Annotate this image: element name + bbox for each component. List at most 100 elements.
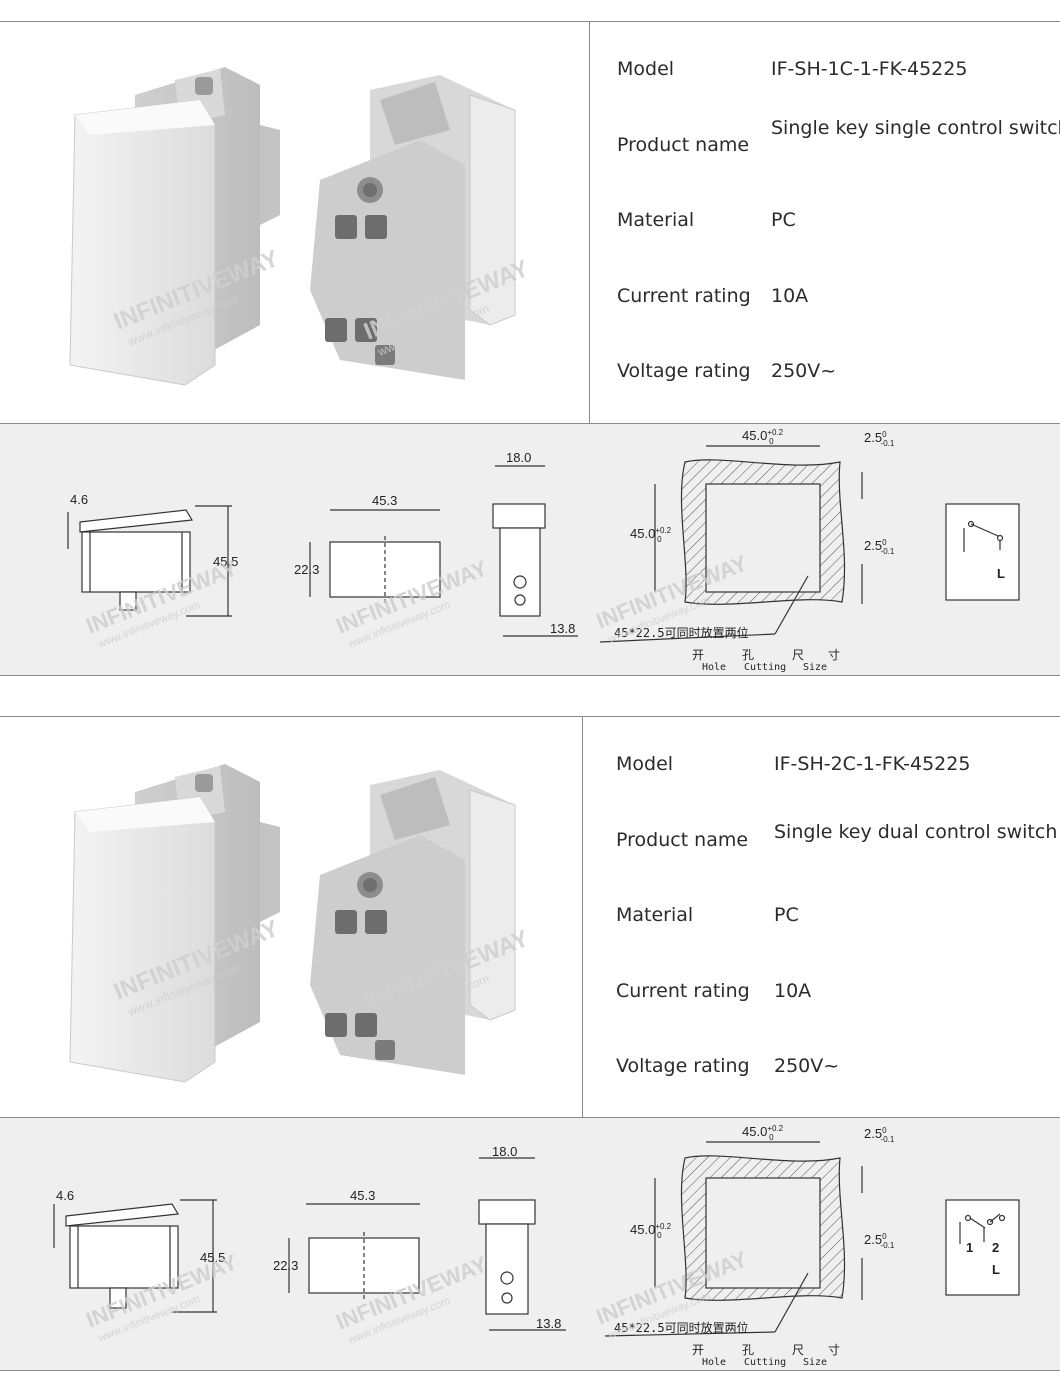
svg-text:2.50-0.1: 2.50-0.1 (864, 538, 895, 556)
technical-drawing: 4.6 45.5 45.3 22.3 18.0 13.8 (67, 428, 1020, 673)
front-view (309, 509, 441, 604)
spec-value-current-rating: 10A (771, 285, 809, 307)
hole-cn-1-2: 开 (692, 1343, 704, 1357)
dim-margin-bottom-2: 2.5 (864, 1232, 882, 1247)
hole-cn-4: 寸 (828, 648, 840, 662)
hole-cn-4-2: 寸 (828, 1343, 840, 1357)
dim-cutout-tol-upper: +0.2 (767, 428, 783, 437)
hole-cn-3-2: 尺 (792, 1343, 804, 1357)
dim-cutout-height-2: 45.0 (630, 1222, 655, 1237)
dim-margin-top-2: 2.5 (864, 1126, 882, 1141)
spec-label-material: Material (617, 209, 695, 231)
spec-label-current-rating: Current rating (617, 285, 751, 307)
dim-side-height: 45.5 (213, 554, 238, 569)
dim-margin-bottom: 2.5 (864, 538, 882, 553)
spec-label-product-name: Product name (617, 134, 750, 156)
dim-side-offset-2: 4.6 (56, 1188, 74, 1203)
spec-value-model-2: IF-SH-2C-1-FK-45225 (774, 753, 971, 775)
spec-label-product-name-2: Product name (616, 829, 749, 851)
dim-cutout-tol-upper-2: +0.2 (767, 1124, 783, 1133)
technical-drawing-band-2: 4.6 45.5 45.3 22.3 18.0 13.8 (0, 1118, 1060, 1370)
dim-margin-bottom-tol-lower: -0.1 (881, 547, 895, 556)
svg-text:45.0+0.20: 45.0+0.20 (742, 428, 784, 446)
spec-value-voltage-rating-2: 250V~ (774, 1055, 840, 1077)
cutout-drawing-2 (604, 1141, 863, 1337)
dim-cutout-width-2: 45.0 (742, 1124, 767, 1139)
svg-text:2.50-0.1: 2.50-0.1 (864, 1232, 895, 1250)
schematic-label-2: 2 (992, 1240, 999, 1255)
hole-cn-1: 开 (692, 648, 704, 662)
spec-value-material-2: PC (774, 904, 799, 926)
dim-margin-bottom-tol-lower-2: -0.1 (881, 1241, 895, 1250)
spec-value-product-name-2: Single key dual control switch (774, 821, 1058, 843)
dim-front-height-2: 22.3 (273, 1258, 298, 1273)
hole-cn-2-2: 孔 (742, 1343, 754, 1357)
dim-cutout-tol-lower-2: 0 (769, 1133, 774, 1142)
dim-rear-depth-2: 13.8 (536, 1316, 561, 1331)
dim-cutout-height: 45.0 (630, 526, 655, 541)
side-view-2 (53, 1199, 217, 1313)
dim-margin-top: 2.5 (864, 430, 882, 445)
product-photo-front-2 (69, 764, 280, 1083)
dim-cutout-height-tol-upper: +0.2 (655, 526, 671, 535)
hole-en-1: Hole (702, 662, 726, 673)
schematic-label-1: 1 (966, 1240, 973, 1255)
dim-cutout-height-tol-lower: 0 (657, 535, 662, 544)
dim-margin-top-tol-upper-2: 0 (882, 1126, 887, 1135)
spec-label-model-2: Model (616, 753, 674, 775)
dim-cutout-width: 45.0 (742, 428, 767, 443)
dim-cutout-height-tol-upper-2: +0.2 (655, 1222, 671, 1231)
svg-text:45.0+0.20: 45.0+0.20 (630, 526, 672, 544)
dim-margin-bottom-tol-upper: 0 (882, 538, 887, 547)
spec-table: Model IF-SH-1C-1-FK-45225 Product name S… (617, 58, 1060, 398)
hole-cn-2: 孔 (742, 648, 754, 662)
technical-drawing-2: 4.6 45.5 45.3 22.3 18.0 13.8 (53, 1124, 1020, 1368)
spec-value-voltage-rating: 250V~ (771, 360, 837, 382)
spec-value-product-name: Single key single control switch (771, 117, 1060, 139)
dim-rear-width: 18.0 (506, 450, 531, 465)
product-photo-back (310, 75, 516, 380)
product-photo-front (69, 67, 280, 386)
schematic-label-l-2: L (992, 1262, 1000, 1277)
cutout-drawing (599, 445, 863, 643)
hole-en-2-2: Cutting (744, 1357, 786, 1368)
rear-view-2 (478, 1157, 566, 1331)
hole-en-3-2: Size (803, 1357, 827, 1368)
dim-side-offset: 4.6 (70, 492, 88, 507)
dim-rear-depth: 13.8 (550, 621, 575, 636)
front-view-2 (288, 1203, 420, 1300)
schematic-label-l: L (997, 566, 1005, 581)
dim-margin-bottom-tol-upper-2: 0 (882, 1232, 887, 1241)
dim-front-width: 45.3 (372, 493, 397, 508)
rear-view (492, 465, 578, 637)
dim-rear-width-2: 18.0 (492, 1144, 517, 1159)
product-photo-back-2 (310, 770, 516, 1075)
dim-margin-top-tol-lower-2: -0.1 (881, 1135, 895, 1144)
cutout-note-2: 45*22.5可同时放置两位 (614, 1320, 749, 1335)
spec-value-model: IF-SH-1C-1-FK-45225 (771, 58, 968, 80)
dim-margin-top-tol-lower: -0.1 (881, 439, 895, 448)
svg-text:2.50-0.1: 2.50-0.1 (864, 430, 895, 448)
switch-schematic (945, 503, 1020, 601)
cutout-note: 45*22.5可同时放置两位 (614, 625, 749, 640)
hole-en-3: Size (803, 662, 827, 673)
svg-text:45.0+0.20: 45.0+0.20 (742, 1124, 784, 1142)
spec-label-voltage-rating-2: Voltage rating (616, 1055, 750, 1077)
dim-front-width-2: 45.3 (350, 1188, 375, 1203)
technical-drawing-band: 4.6 45.5 45.3 22.3 18.0 13.8 (0, 424, 1060, 675)
dim-cutout-tol-lower: 0 (769, 437, 774, 446)
spec-label-model: Model (617, 58, 675, 80)
dim-margin-top-tol-upper: 0 (882, 430, 887, 439)
spec-label-voltage-rating: Voltage rating (617, 360, 751, 382)
svg-text:2.50-0.1: 2.50-0.1 (864, 1126, 895, 1144)
spec-value-material: PC (771, 209, 796, 231)
spec-value-current-rating-2: 10A (774, 980, 812, 1002)
svg-text:45.0+0.20: 45.0+0.20 (630, 1222, 672, 1240)
dim-front-height: 22.3 (294, 562, 319, 577)
hole-cn-3: 尺 (792, 648, 804, 662)
hole-en-1-2: Hole (702, 1357, 726, 1368)
switch-schematic-2 (945, 1199, 1020, 1296)
